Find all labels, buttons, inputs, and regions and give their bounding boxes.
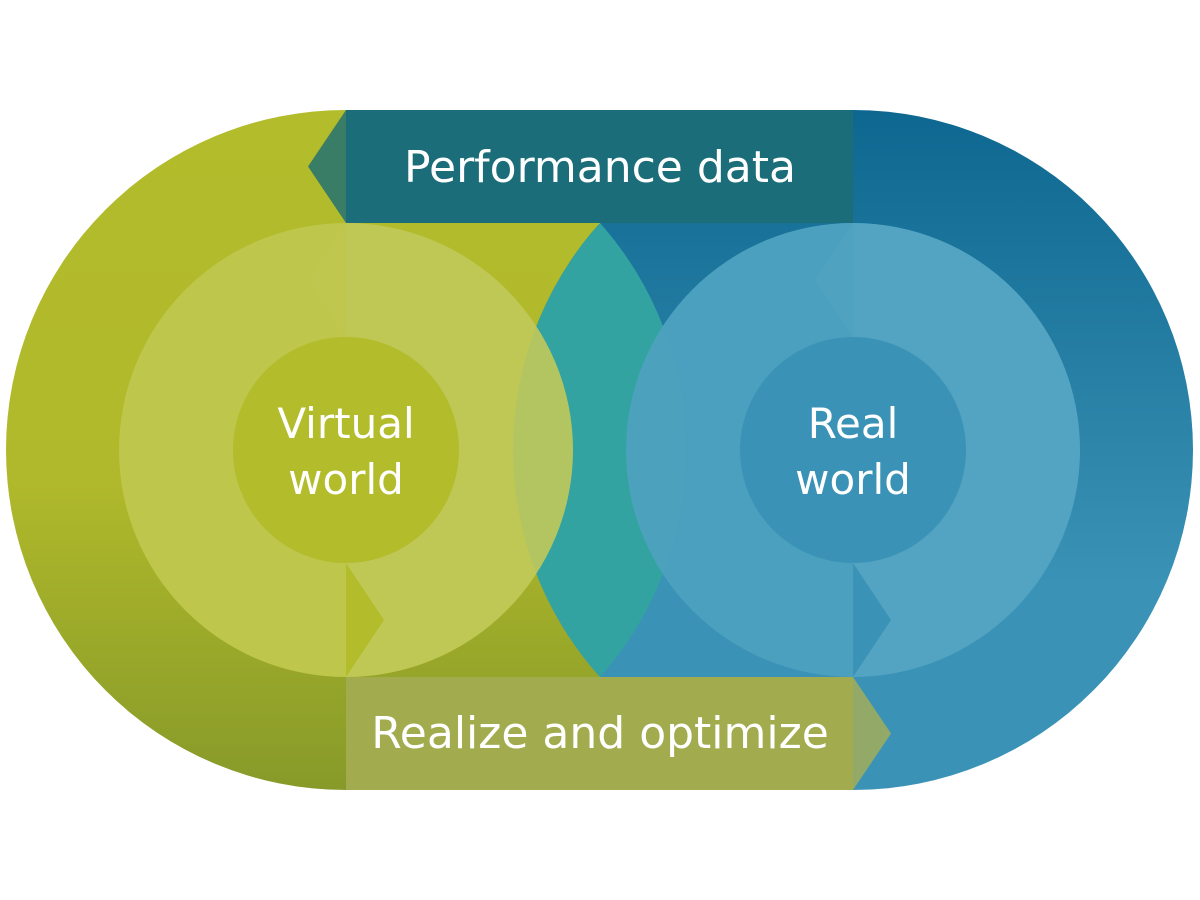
realize-and-optimize-label: Realize and optimize <box>371 708 829 759</box>
performance-data-label: Performance data <box>404 142 796 193</box>
real-world-title: Real world <box>703 396 1003 508</box>
real-world-title-line2: world <box>795 455 911 504</box>
overlap-lens <box>513 223 687 677</box>
virtual-world-title: Virtual world <box>196 396 496 508</box>
virtual-world-title-line2: world <box>288 455 404 504</box>
real-world-inner-arc <box>626 223 853 677</box>
virtual-world-title-line1: Virtual <box>277 399 415 448</box>
virtual-world-inner-arc <box>119 223 346 677</box>
realize-and-optimize-arrow <box>346 677 891 790</box>
virtual-world-inner-arrow <box>308 223 573 677</box>
real-world-title-line1: Real <box>807 399 899 448</box>
real-world-inner-arrow <box>815 223 1080 677</box>
performance-data-arrow <box>308 110 853 223</box>
